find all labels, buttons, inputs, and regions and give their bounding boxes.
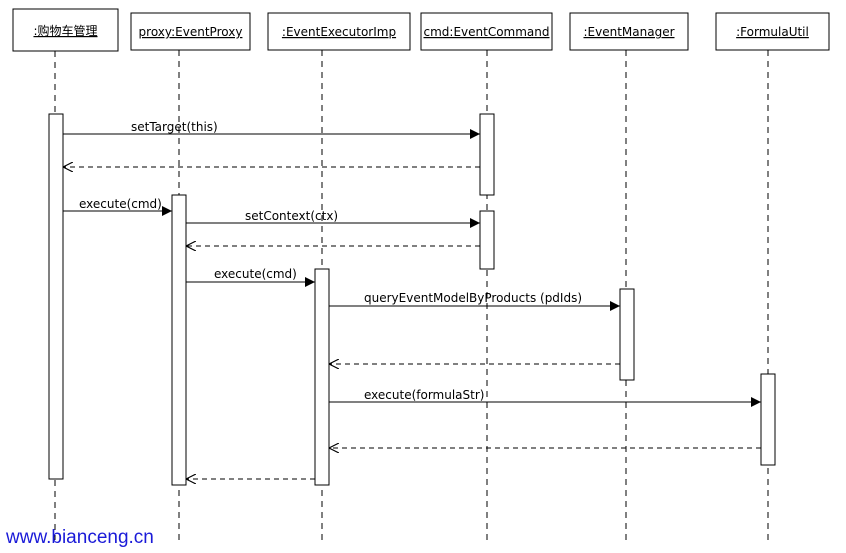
- message-query-event-model: queryEventModelByProducts (pdIds): [329, 291, 620, 311]
- object-label: :购物车管理: [33, 23, 97, 38]
- activation-executor: [314, 268, 330, 486]
- activation-command-2: [479, 210, 495, 270]
- object-box: [130, 12, 251, 51]
- activation-command-1: [479, 113, 495, 196]
- message-execute-proxy: execute(cmd): [63, 197, 172, 216]
- object-formula: :FormulaUtil: [715, 12, 830, 51]
- message-label: execute(cmd): [79, 197, 162, 211]
- object-label: :EventExecutorImp: [282, 25, 396, 39]
- message-label: queryEventModelByProducts (pdIds): [364, 291, 582, 305]
- message-execute-executor: execute(cmd): [186, 267, 315, 287]
- object-manager: :EventManager: [569, 12, 689, 51]
- object-executor: :EventExecutorImp: [267, 12, 411, 51]
- object-proxy: proxy:EventProxy: [130, 12, 251, 51]
- object-box: [267, 12, 411, 51]
- message-label: setContext(ctx): [245, 209, 338, 223]
- object-box: [715, 12, 830, 51]
- message-execute-formula: execute(formulaStr): [329, 388, 761, 407]
- message-set-context: setContext(ctx): [186, 209, 480, 228]
- object-box: [569, 12, 689, 51]
- object-label: :FormulaUtil: [736, 25, 809, 39]
- message-set-target: setTarget(this): [63, 120, 480, 139]
- object-box: [420, 12, 553, 51]
- activation-proxy: [171, 194, 187, 486]
- object-label: cmd:EventCommand: [424, 25, 550, 39]
- object-cart: :购物车管理: [12, 8, 119, 52]
- message-label: setTarget(this): [131, 120, 218, 134]
- message-label: execute(cmd): [214, 267, 297, 281]
- object-box: [12, 8, 119, 52]
- object-label: proxy:EventProxy: [139, 25, 243, 39]
- object-command: cmd:EventCommand: [420, 12, 553, 51]
- object-label: :EventManager: [583, 25, 674, 39]
- watermark-text: www.bianceng.cn: [6, 527, 154, 548]
- activation-formula: [760, 373, 776, 466]
- message-label: execute(formulaStr): [364, 388, 484, 402]
- activation-cart: [48, 113, 64, 480]
- activation-manager: [619, 288, 635, 381]
